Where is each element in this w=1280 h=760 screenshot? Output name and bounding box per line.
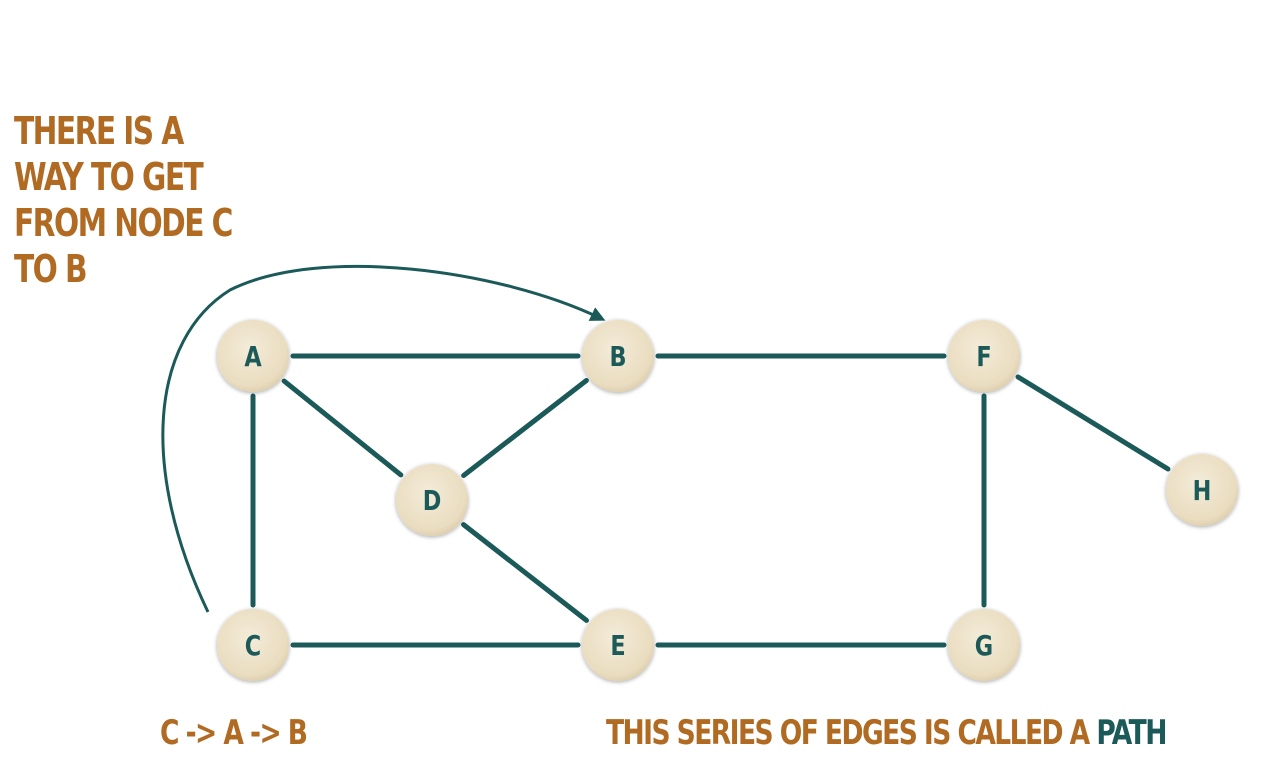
node-b-label: B [609,339,626,372]
node-e-circle [582,609,654,681]
edge-f-h [1015,374,1171,472]
edge-d-b [461,377,589,479]
node-h-label: H [1193,473,1212,506]
annotation-line-2: WAY TO GET [14,155,204,199]
node-e: E [582,609,654,681]
node-c: C [217,609,289,681]
node-f: F [948,320,1020,392]
node-b-circle [582,320,654,392]
annotation-line-4: TO B [14,247,88,291]
node-b: B [582,320,654,392]
path-arrow [161,264,606,613]
node-a-circle [217,320,289,392]
node-g: G [948,609,1020,681]
nodes-layer: A B C D E F G H [217,320,1238,681]
annotation-note: THERE IS A WAY TO GET FROM NODE C TO B [14,108,279,292]
path-caption: THIS SERIES OF EDGES IS CALLED A PATH [606,712,1167,754]
node-a-label: A [244,339,262,372]
edges-layer [250,353,1171,648]
path-caption-highlight: PATH [1096,713,1167,753]
path-caption-prefix: THIS SERIES OF EDGES IS CALLED A [606,713,1090,753]
node-f-label: F [976,339,991,372]
annotation-line-3: FROM NODE C [14,201,233,245]
node-h-circle [1166,454,1238,526]
node-d: D [396,464,468,536]
node-c-label: C [245,628,261,661]
node-g-circle [948,609,1020,681]
node-a: A [217,320,289,392]
node-h: H [1166,454,1238,526]
node-e-label: E [610,628,625,661]
path-example: C -> A -> B [160,713,308,753]
annotation-line-1: THERE IS A [14,109,184,153]
edge-d-e [461,522,589,623]
node-c-circle [217,609,289,681]
node-g-label: G [975,628,993,661]
node-f-circle [948,320,1020,392]
node-d-circle [396,464,468,536]
node-d-label: D [423,483,442,516]
edge-a-d [281,378,404,478]
